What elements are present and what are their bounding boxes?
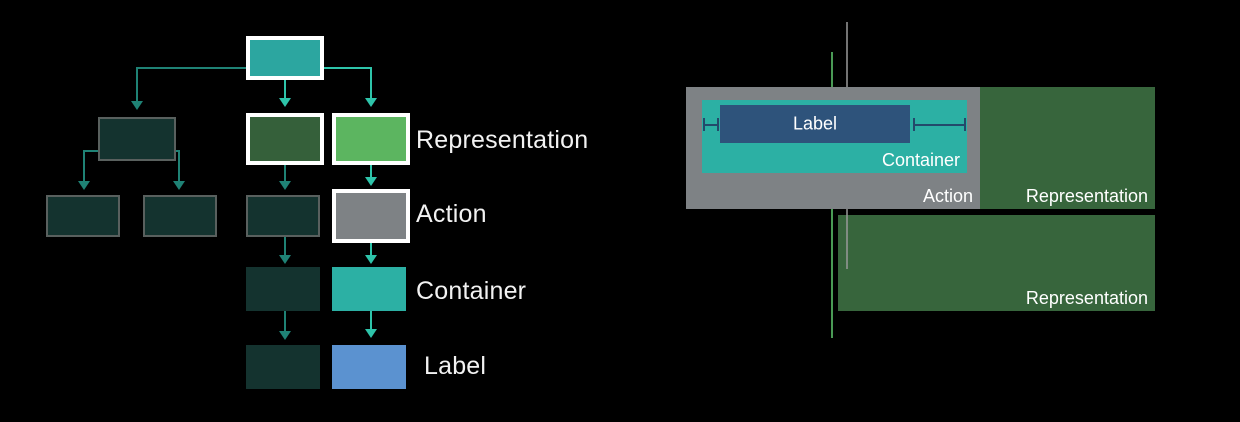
connector-mid-to-leaf-c [284,165,286,183]
connector-root-drop-right [370,67,372,100]
label-block-tag: Label [792,113,838,134]
leaf-node-b[interactable] [143,195,217,237]
measure-right-cap-start [913,118,915,131]
container-block-tag: Container [881,150,960,171]
measure-marker-left [703,118,719,131]
measure-left-bar [703,124,719,126]
root-node[interactable] [246,36,324,80]
leaf-node-c[interactable] [246,195,320,237]
container-node[interactable] [332,267,406,311]
measure-right-bar [913,124,966,126]
label-node[interactable] [332,345,406,389]
action-node[interactable] [332,189,410,243]
connector-brancha-left [83,150,103,152]
connector-root-drop-a [136,67,138,103]
view-hierarchy-tree: Representation Action Container Label [46,36,589,389]
connector-root-to-right [324,67,372,69]
arrowhead-row4-left [279,331,291,340]
arrowhead-leaf-c [279,181,291,190]
arrowhead-leaf-b [173,181,185,190]
connector-action-to-container [370,243,372,259]
representation-dark[interactable] [246,113,324,165]
legend-container: Container [416,277,527,305]
arrowhead-leaf-a [78,181,90,190]
legend-representation: Representation [416,126,589,154]
arrowhead-representation-dark [279,98,291,107]
measure-marker-right [913,118,966,131]
arrowhead-action [365,177,377,186]
node-branch-a[interactable] [98,117,176,161]
label-block[interactable]: Label [720,105,910,143]
representation-block-bottom-tag: Representation [1025,288,1148,309]
arrowhead-branch-a [131,101,143,110]
connector-brancha-right [172,150,180,152]
legend-action: Action [416,200,487,228]
connector-right-to-action [370,165,372,179]
action-block-tag: Action [922,186,973,207]
connector-brancha-left-drop [83,150,85,183]
arrowhead-representation-light [365,98,377,107]
connector-brancha-right-drop [178,150,180,183]
connector-root-to-branch-a [136,67,248,69]
arrowhead-container [365,255,377,264]
representation-block-bottom[interactable]: Representation [838,215,1155,311]
representation-block-top-tag: Representation [1025,186,1148,207]
connector-leafc-to-row3 [284,237,286,257]
arrowhead-row3-left [279,255,291,264]
node-row3-left[interactable] [246,267,320,311]
arrowhead-label [365,329,377,338]
leaf-node-a[interactable] [46,195,120,237]
measure-left-cap-end [717,118,719,131]
connector-root-drop-mid [284,80,286,100]
representation-light[interactable] [332,113,410,165]
measure-left-cap-start [703,118,705,131]
connector-row3-to-row4-left [284,311,286,333]
measure-right-cap-end [964,118,966,131]
connector-container-to-label [370,311,372,331]
legend-label: Label [424,352,487,380]
node-row4-left[interactable] [246,345,320,389]
